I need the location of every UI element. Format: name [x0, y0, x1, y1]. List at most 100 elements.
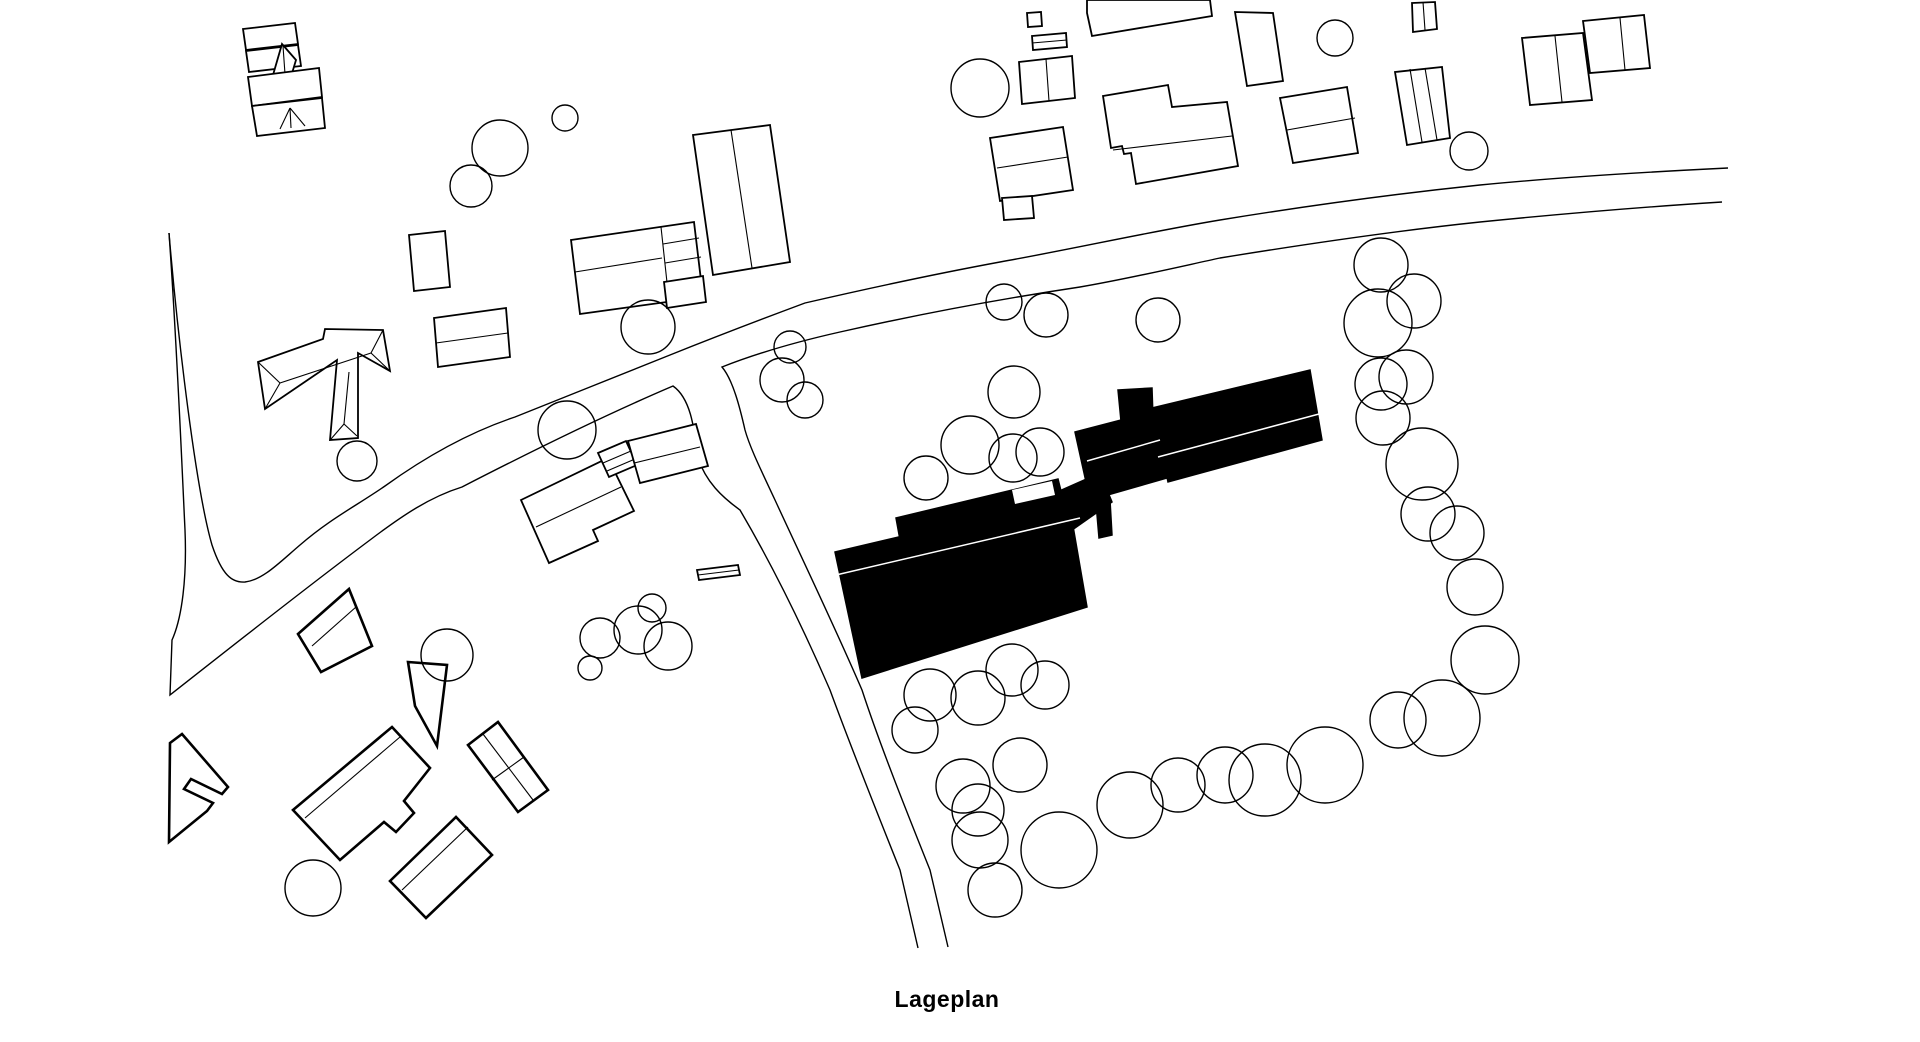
building-roof-line: [1619, 17, 1626, 71]
building-roof-line: [482, 733, 534, 801]
tree-circle: [1449, 131, 1489, 171]
building-outline: [388, 815, 494, 920]
building-roof-line: [289, 107, 306, 127]
building-roof-line: [602, 450, 632, 464]
tree-circle: [1385, 427, 1459, 501]
tree-circle: [1369, 691, 1427, 749]
tree-circle: [637, 593, 667, 623]
building-roof-line: [1045, 58, 1050, 102]
building-outline: [1393, 66, 1451, 147]
tree-circle: [1450, 625, 1520, 695]
building-outline: [167, 732, 230, 845]
building-roof-line: [311, 606, 357, 647]
building-outline: [257, 328, 392, 441]
tree-circle: [420, 628, 474, 682]
building-roof-line: [730, 129, 753, 269]
highlighted-building-cutout: [1012, 481, 1055, 504]
tree-circle: [903, 668, 957, 722]
building-outline: [1278, 85, 1360, 165]
highlighted-building-part: [1117, 387, 1154, 422]
highlighted-building-part: [1095, 499, 1113, 539]
plan-title: Lageplan: [894, 986, 1000, 1012]
building-roof-line: [606, 458, 636, 472]
building-roof-line: [1554, 35, 1563, 103]
tree-circle: [613, 605, 663, 655]
tree-circle: [1446, 558, 1504, 616]
tree-circle: [643, 621, 693, 671]
building-outline: [988, 125, 1075, 203]
tree-circle: [551, 104, 579, 132]
building-roof-line: [279, 107, 291, 130]
highlighted-building-part: [834, 496, 1088, 679]
building-roof-line: [1286, 117, 1356, 131]
tree-circle: [967, 862, 1023, 918]
building-outline: [1233, 11, 1285, 88]
tree-circle: [985, 283, 1023, 321]
tree-circle: [935, 758, 991, 814]
tree-circle: [1403, 679, 1481, 757]
building-outline: [1026, 11, 1043, 28]
tree-circle: [951, 811, 1009, 869]
tree-circle: [1020, 811, 1098, 889]
tree-circle: [951, 783, 1005, 837]
building-outline: [1520, 32, 1594, 106]
building-roof-line: [304, 736, 401, 819]
tree-circle: [950, 670, 1006, 726]
tree-circle: [988, 433, 1038, 483]
building-roof-line: [664, 256, 702, 264]
tree-circle: [985, 643, 1039, 697]
tree-circle: [1353, 237, 1409, 293]
tree-circle: [1096, 771, 1164, 839]
building-roof-line: [289, 107, 292, 129]
tree-circle: [1386, 273, 1442, 329]
tree-circle: [1196, 746, 1254, 804]
building-outline: [1086, 0, 1214, 38]
building-roof-line: [535, 486, 622, 528]
tree-circle: [1015, 427, 1065, 477]
highlighted-building-seam: [1157, 413, 1320, 458]
tree-circle: [577, 655, 603, 681]
building-roof-line: [491, 756, 525, 781]
tree-circle: [950, 58, 1010, 118]
tree-circle: [987, 365, 1041, 419]
tree-circle: [940, 415, 1000, 475]
tree-circle: [1020, 660, 1070, 710]
highlighted-building-seam: [835, 517, 1081, 576]
tree-circle: [786, 381, 824, 419]
building-outline: [250, 97, 326, 137]
building-outline: [241, 22, 300, 51]
building-roof-line: [279, 352, 372, 384]
road-path: [168, 167, 1729, 583]
building-roof-line: [343, 371, 350, 425]
building-outline: [408, 230, 451, 292]
tree-circle: [1023, 292, 1069, 338]
tree-circle: [1316, 19, 1354, 57]
building-roof-line: [435, 332, 509, 344]
tree-circle: [1150, 757, 1206, 813]
building-roof-line: [1031, 39, 1068, 44]
building-outline: [663, 274, 707, 310]
tree-circle: [1355, 390, 1411, 446]
tree-circle: [284, 859, 342, 917]
building-roof-line: [401, 826, 469, 891]
tree-circle: [903, 455, 949, 501]
highlighted-building-part: [1074, 411, 1168, 501]
road-path: [720, 201, 1723, 948]
building-roof-line: [1422, 1, 1426, 31]
building-roof-line: [370, 329, 384, 354]
highlighted-building-part: [1151, 369, 1323, 483]
building-roof-line: [574, 257, 663, 273]
tree-circle: [1286, 726, 1364, 804]
building-roof-line: [662, 237, 700, 245]
building-roof-line: [330, 423, 345, 440]
building-roof-line: [343, 423, 358, 437]
tree-circle: [449, 164, 493, 208]
building-roof-line: [697, 569, 740, 576]
building-outline: [246, 66, 323, 108]
building-outline: [1581, 14, 1651, 74]
tree-circle: [1135, 297, 1181, 343]
highlighted-building-seam: [1086, 439, 1161, 462]
tree-circle: [336, 440, 378, 482]
building-roof-line: [1424, 67, 1438, 141]
